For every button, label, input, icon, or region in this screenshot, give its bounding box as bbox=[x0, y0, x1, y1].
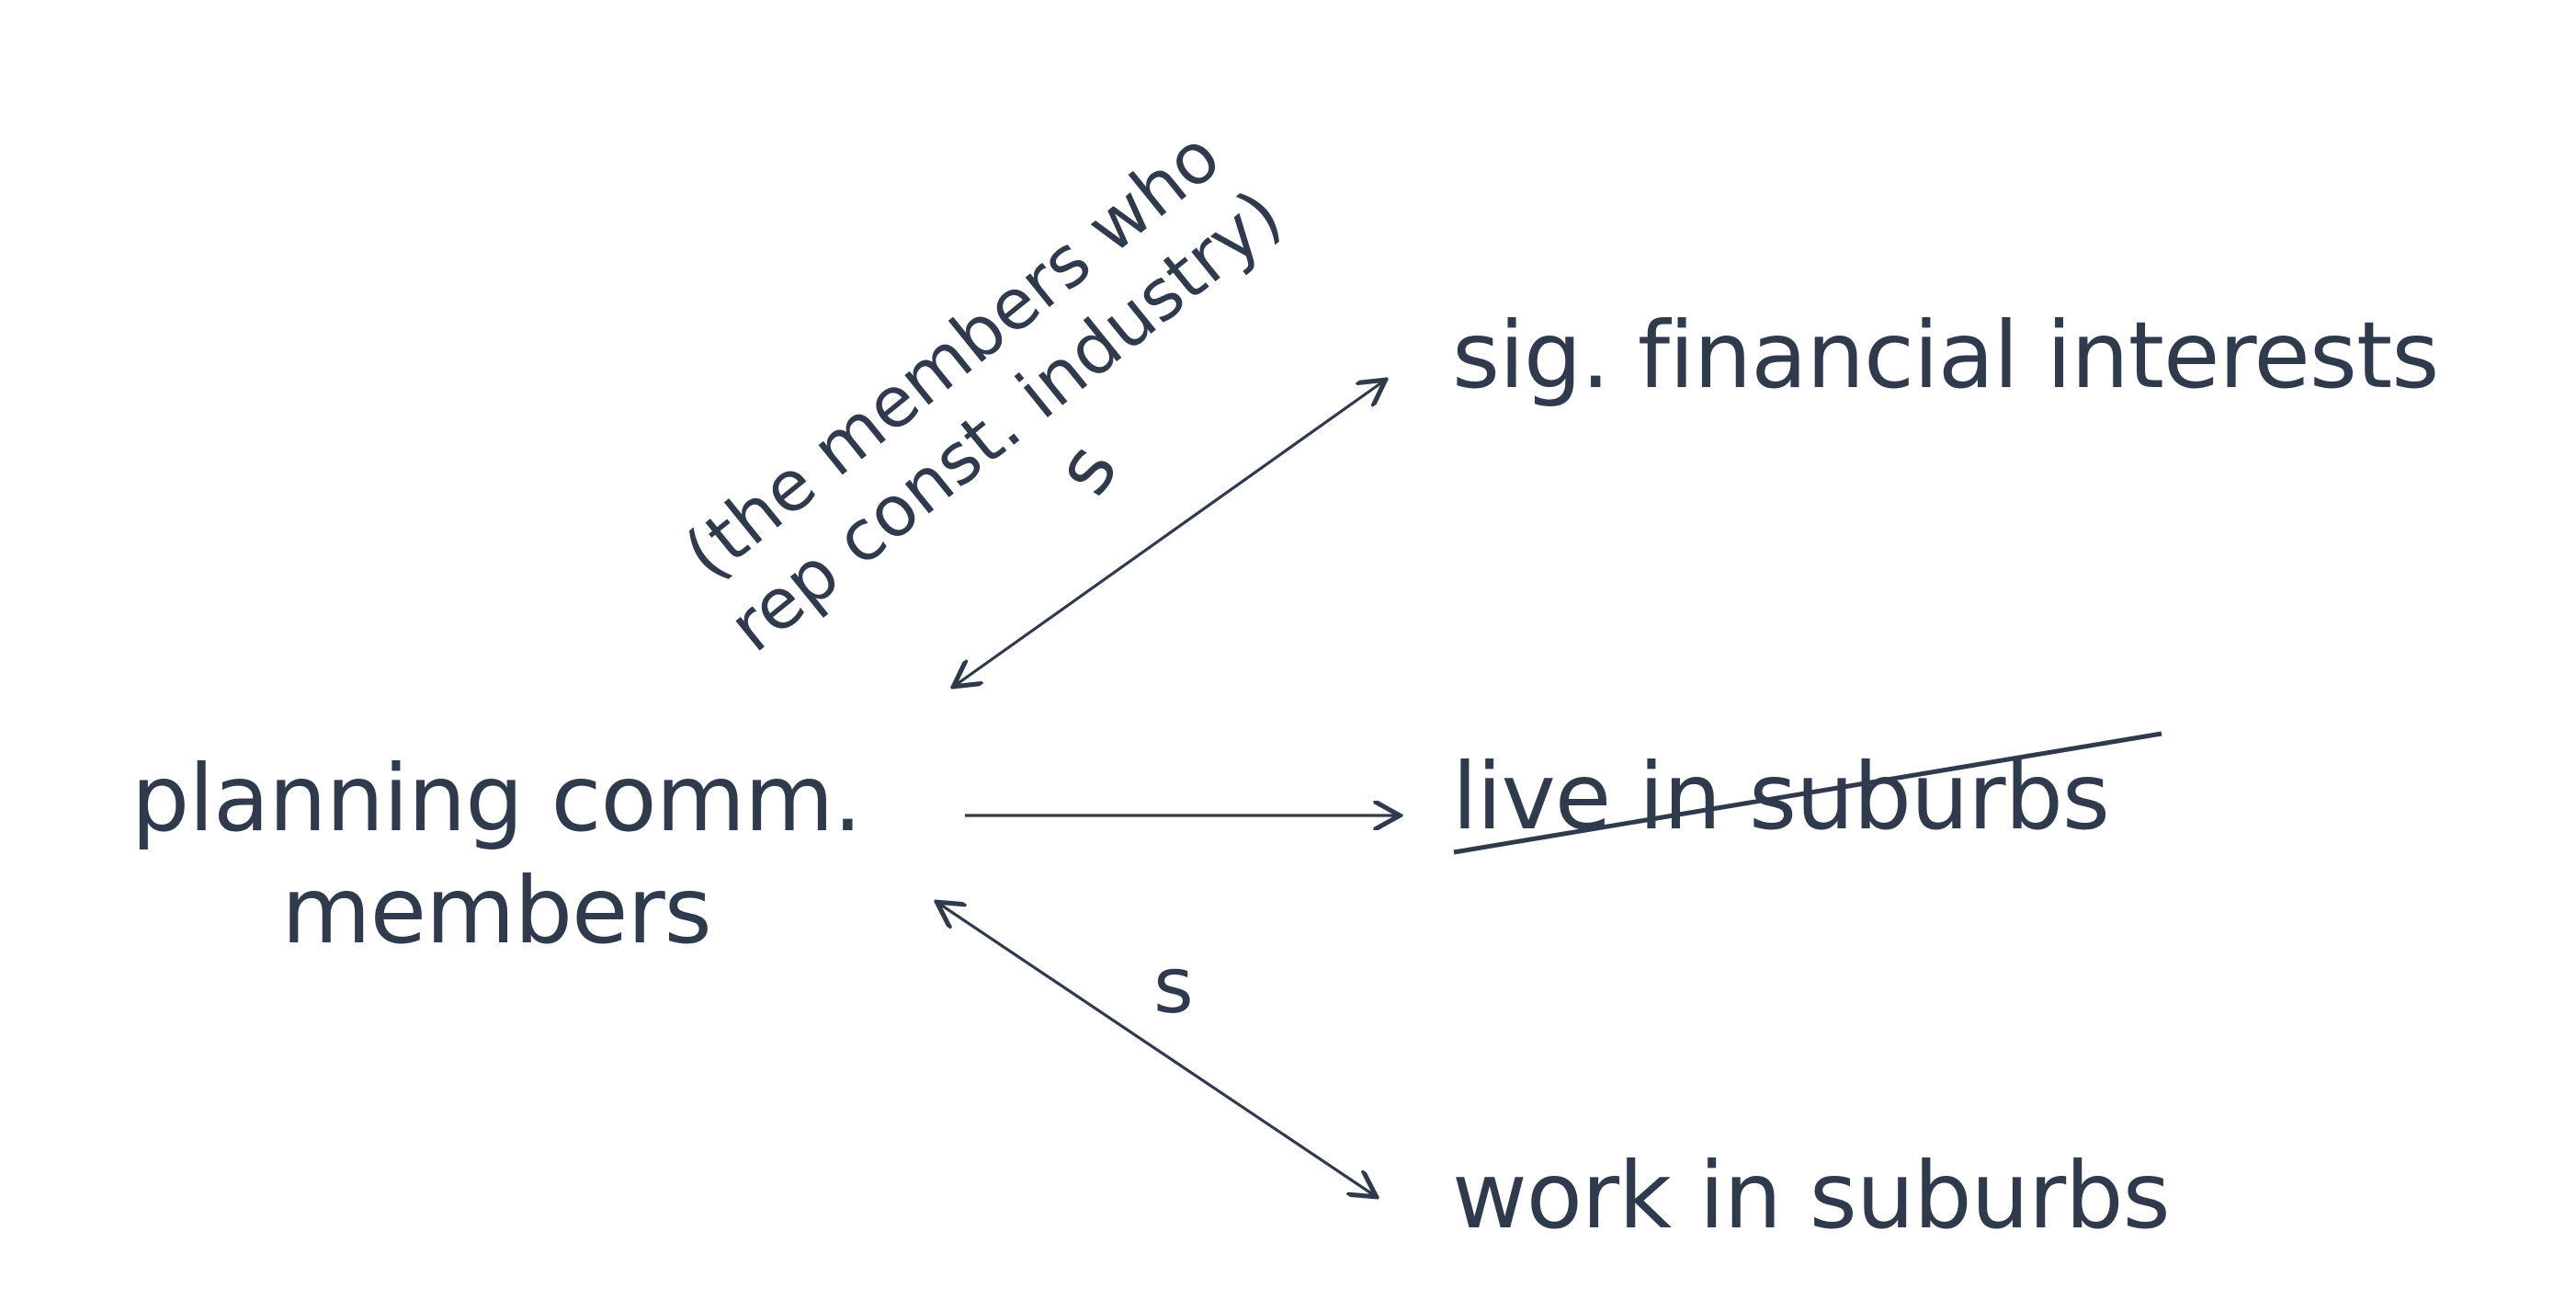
target-node-work-in-suburbs: work in suburbs bbox=[1452, 1142, 2171, 1249]
edge-to-work-in-suburbs bbox=[939, 904, 1374, 1195]
target-node-live-in-suburbs: live in suburbs bbox=[1452, 743, 2110, 850]
target-node-financial-interests: sig. financial interests bbox=[1452, 302, 2439, 409]
edge-label-bottom: s bbox=[1153, 940, 1194, 1031]
strikethrough-live-in-suburbs bbox=[1453, 731, 2162, 855]
edge-to-financial-interests bbox=[956, 382, 1383, 685]
source-node-line-2: members bbox=[281, 857, 712, 964]
source-node-line-1: planning comm. bbox=[131, 745, 863, 852]
source-node-planning-commission: planning comm. members bbox=[55, 743, 937, 967]
